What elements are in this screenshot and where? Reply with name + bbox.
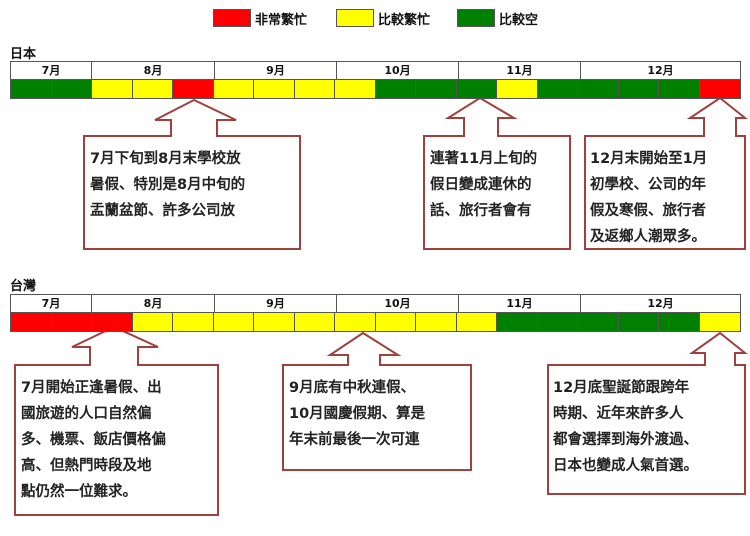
month-label: 9月 [214,294,336,312]
callout-taiwan-summer: 7月開始正逢暑假、出 國旅遊的人口自然偏 多、機票、飯店價格偏 高、但熱門時段及… [21,380,166,500]
timeline-segment [578,313,619,331]
callout-taiwan-autumn: 9月底有中秋連假、 10月國慶假期、算是 年末前最後一次可連 [289,380,426,448]
timeline-segment [659,80,700,98]
segment-row [10,312,741,332]
legend-swatch-red [213,9,251,27]
month-label: 8月 [91,61,214,79]
timeline-segment [497,313,538,331]
month-label: 9月 [214,61,336,79]
timeline-segment [294,313,335,331]
timeline-segment [537,80,578,98]
legend-label: 非常繁忙 [255,12,308,28]
region-title-japan: 日本 [10,47,37,62]
legend: 非常繁忙 比較繁忙 比較空 [0,6,750,30]
timeline-segment [294,80,335,98]
timeline-segment [456,80,497,98]
timeline-segment [92,313,133,331]
timeline-segment [578,80,619,98]
callout-arrow-box [83,98,301,250]
legend-item-busy: 比較繁忙 [336,6,430,30]
timeline-segment [537,313,578,331]
timeline-segment [51,80,92,98]
timeline-segment [618,80,659,98]
timeline-segment [618,313,659,331]
callout-arrow-box [423,96,571,250]
timeline-segment [213,80,254,98]
callout-taiwan-december: 12月底聖誕節跟跨年 時期、近年來許多人 都會選擇到海外渡過、 日本也變成人氣首… [553,380,698,474]
legend-item-less-busy: 比較空 [457,6,538,30]
timeline-segment [173,313,214,331]
month-label: 8月 [91,294,214,312]
timeline-segment [659,313,700,331]
timeline-segment [416,313,457,331]
month-label: 11月 [458,294,580,312]
callout-japan-december: 12月末開始至1月 初學校、公司的年 假及寒假、旅行者 及返鄉人潮眾多。 [590,151,708,245]
region-title-taiwan: 台灣 [10,279,37,294]
timeline-segment [173,80,214,98]
legend-swatch-yellow [336,9,374,27]
timeline-segment [456,313,497,331]
timeline-segment [335,313,376,331]
timeline-segment [699,313,740,331]
timeline-segment [416,80,457,98]
callout-arrow-box [547,331,748,495]
month-label: 11月 [458,61,580,79]
month-label: 10月 [336,61,458,79]
segment-row [10,79,741,99]
callout-japan-summer: 7月下旬到8月末學校放 暑假、特別是8月中旬的 盂蘭盆節、許多公司放 [90,151,246,219]
callout-arrow-box [584,96,748,250]
legend-item-very-busy: 非常繁忙 [213,6,307,30]
timeline-segment [254,80,295,98]
timeline-segment [11,313,52,331]
callout-arrow-box [282,331,472,471]
legend-label: 比較空 [499,12,539,28]
timeline-segment [699,80,740,98]
legend-label: 比較繁忙 [378,12,431,28]
timeline-segment [254,313,295,331]
timeline-segment [92,80,133,98]
timeline-segment [213,313,254,331]
timeline-segment [335,80,376,98]
month-label: 7月 [10,61,91,79]
month-label: 12月 [580,61,741,79]
timeline-segment [51,313,92,331]
timeline-segment [375,313,416,331]
month-label: 10月 [336,294,458,312]
timeline-segment [132,80,173,98]
timeline-segment [375,80,416,98]
month-label: 7月 [10,294,91,312]
legend-swatch-green [457,9,495,27]
timeline-segment [497,80,538,98]
month-label: 12月 [580,294,741,312]
callout-japan-november: 連著11月上旬的 假日變成連休的 話、旅行者會有 [430,151,538,219]
timeline-segment [11,80,52,98]
callout-arrow-box [14,325,219,516]
timeline-segment [132,313,173,331]
